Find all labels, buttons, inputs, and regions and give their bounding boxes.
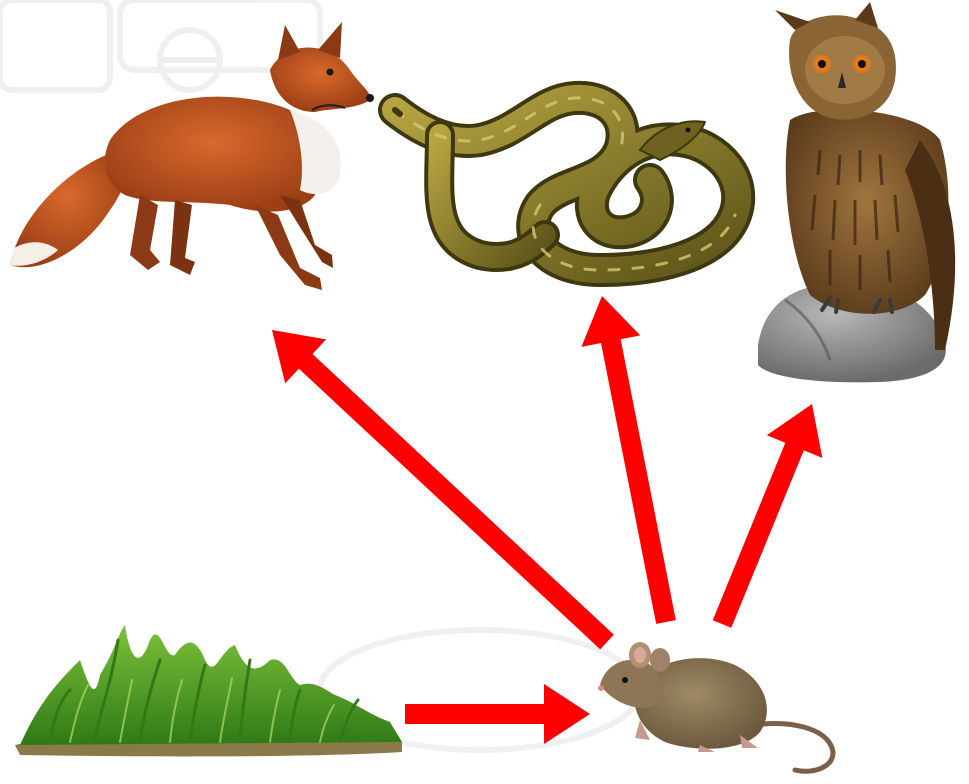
snake-icon [395, 98, 738, 270]
arrow-head [581, 296, 640, 347]
arrow-mouse-to-owl [722, 404, 822, 624]
arrow-mouse-to-snake [581, 296, 666, 622]
arrow-shaft [610, 339, 666, 622]
arrow-mouse-to-fox [272, 330, 607, 642]
mouse-icon [598, 642, 833, 771]
arrow-grass-to-mouse [405, 684, 590, 744]
owl-icon [758, 2, 955, 382]
arrow-shaft [722, 445, 795, 624]
grass-icon [15, 625, 402, 756]
arrow-shaft [304, 360, 607, 642]
